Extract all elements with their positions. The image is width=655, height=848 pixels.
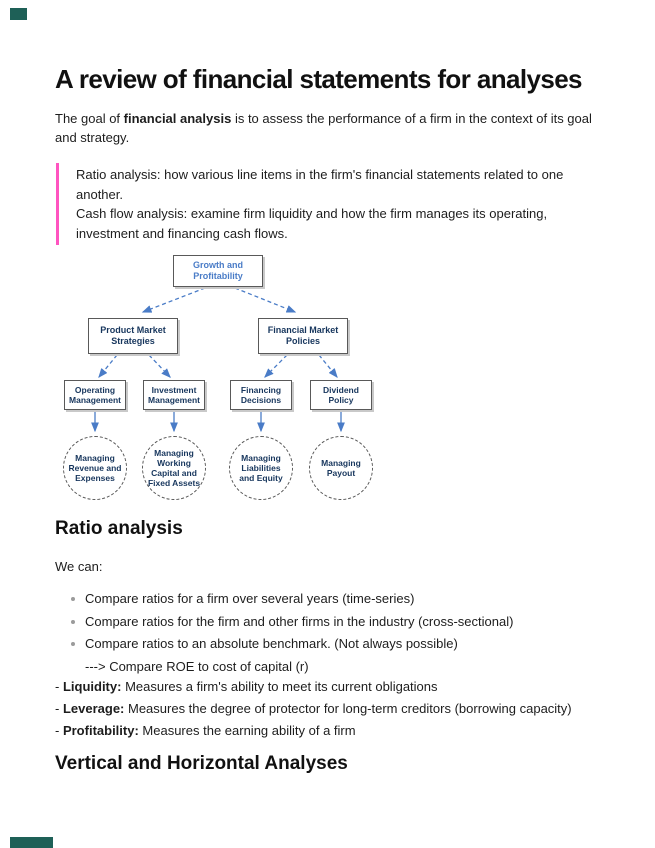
quote-line: Ratio analysis: how various line items i…	[76, 167, 564, 182]
node-managing-liabilities-equity: Managing Liabilities and Equity	[229, 436, 293, 500]
definition-profitability: - Profitability: Measures the earning ab…	[55, 720, 572, 742]
quote-line: Cash flow analysis: examine firm liquidi…	[76, 206, 548, 221]
cutoff-content-bottom-left	[10, 837, 53, 848]
node-dividend-policy: Dividend Policy	[310, 380, 372, 410]
quote-line: another.	[76, 186, 123, 202]
page-title: A review of financial statements for ana…	[55, 64, 583, 94]
node-managing-working-capital: Managing Working Capital and Fixed Asset…	[142, 436, 206, 500]
intro-paragraph: The goal of financial analysis is to ass…	[55, 109, 600, 147]
ratio-analysis-heading: Ratio analysis	[55, 518, 183, 539]
node-managing-payout: Managing Payout	[309, 436, 373, 500]
intro-prefix: The goal of	[55, 111, 124, 126]
list-item-text: Compare ratios for the firm and other fi…	[85, 613, 514, 629]
definition-desc: Measures a firm's ability to meet its cu…	[121, 679, 438, 694]
node-financing-decisions: Financing Decisions	[230, 380, 292, 410]
quote-block: Ratio analysis: how various line items i…	[56, 163, 576, 245]
cutoff-content-top-left	[10, 8, 27, 20]
definition-liquidity: - Liquidity: Measures a firm's ability t…	[55, 676, 572, 698]
node-financial-market-policies: Financial Market Policies	[258, 318, 348, 354]
node-operating-management: Operating Management	[64, 380, 126, 410]
list-item: Compare ratios for the firm and other fi…	[71, 611, 514, 634]
dash: -	[55, 679, 63, 694]
bullet-icon	[71, 619, 75, 624]
we-can-label: We can:	[55, 559, 103, 574]
list-item: Compare ratios for a firm over several y…	[71, 588, 513, 611]
node-managing-revenue-expenses: Managing Revenue and Expenses	[63, 436, 127, 500]
bullet-sub-note: ---> Compare ROE to cost of capital (r)	[85, 658, 309, 674]
dash: -	[55, 723, 63, 738]
node-investment-management: Investment Management	[143, 380, 205, 410]
vertical-horizontal-heading: Vertical and Horizontal Analyses	[55, 753, 348, 774]
strategy-flowchart: Growth and Profitability Product Market …	[55, 250, 400, 505]
bullet-icon	[71, 597, 75, 601]
comparison-bullet-list: Compare ratios for a firm over several y…	[71, 588, 514, 678]
definition-term: Liquidity:	[62, 679, 122, 694]
ratio-definitions: - Liquidity: Measures a firm's ability t…	[55, 676, 572, 742]
definition-desc: Measures the degree of protector for lon…	[124, 701, 572, 716]
definition-desc: Measures the earning ability of a firm	[138, 723, 356, 738]
definition-term: Profitability:	[62, 723, 139, 738]
node-growth-profitability: Growth and Profitability	[173, 255, 263, 287]
list-item-text: Compare ratios for a firm over several y…	[85, 591, 415, 606]
definition-term: Leverage:	[62, 701, 125, 716]
list-item: Compare ratios to an absolute benchmark.…	[71, 633, 513, 656]
intro-rest: is to assess the performance of a firm i…	[55, 111, 592, 145]
node-product-market-strategies: Product Market Strategies	[88, 318, 178, 354]
bullet-icon	[71, 642, 75, 646]
dash: -	[55, 701, 63, 716]
intro-bold-term: financial analysis	[123, 111, 232, 126]
quote-line: investment and financing cash flows.	[76, 225, 288, 241]
list-item-text: Compare ratios to an absolute benchmark.…	[85, 636, 458, 651]
definition-leverage: - Leverage: Measures the degree of prote…	[55, 698, 572, 720]
